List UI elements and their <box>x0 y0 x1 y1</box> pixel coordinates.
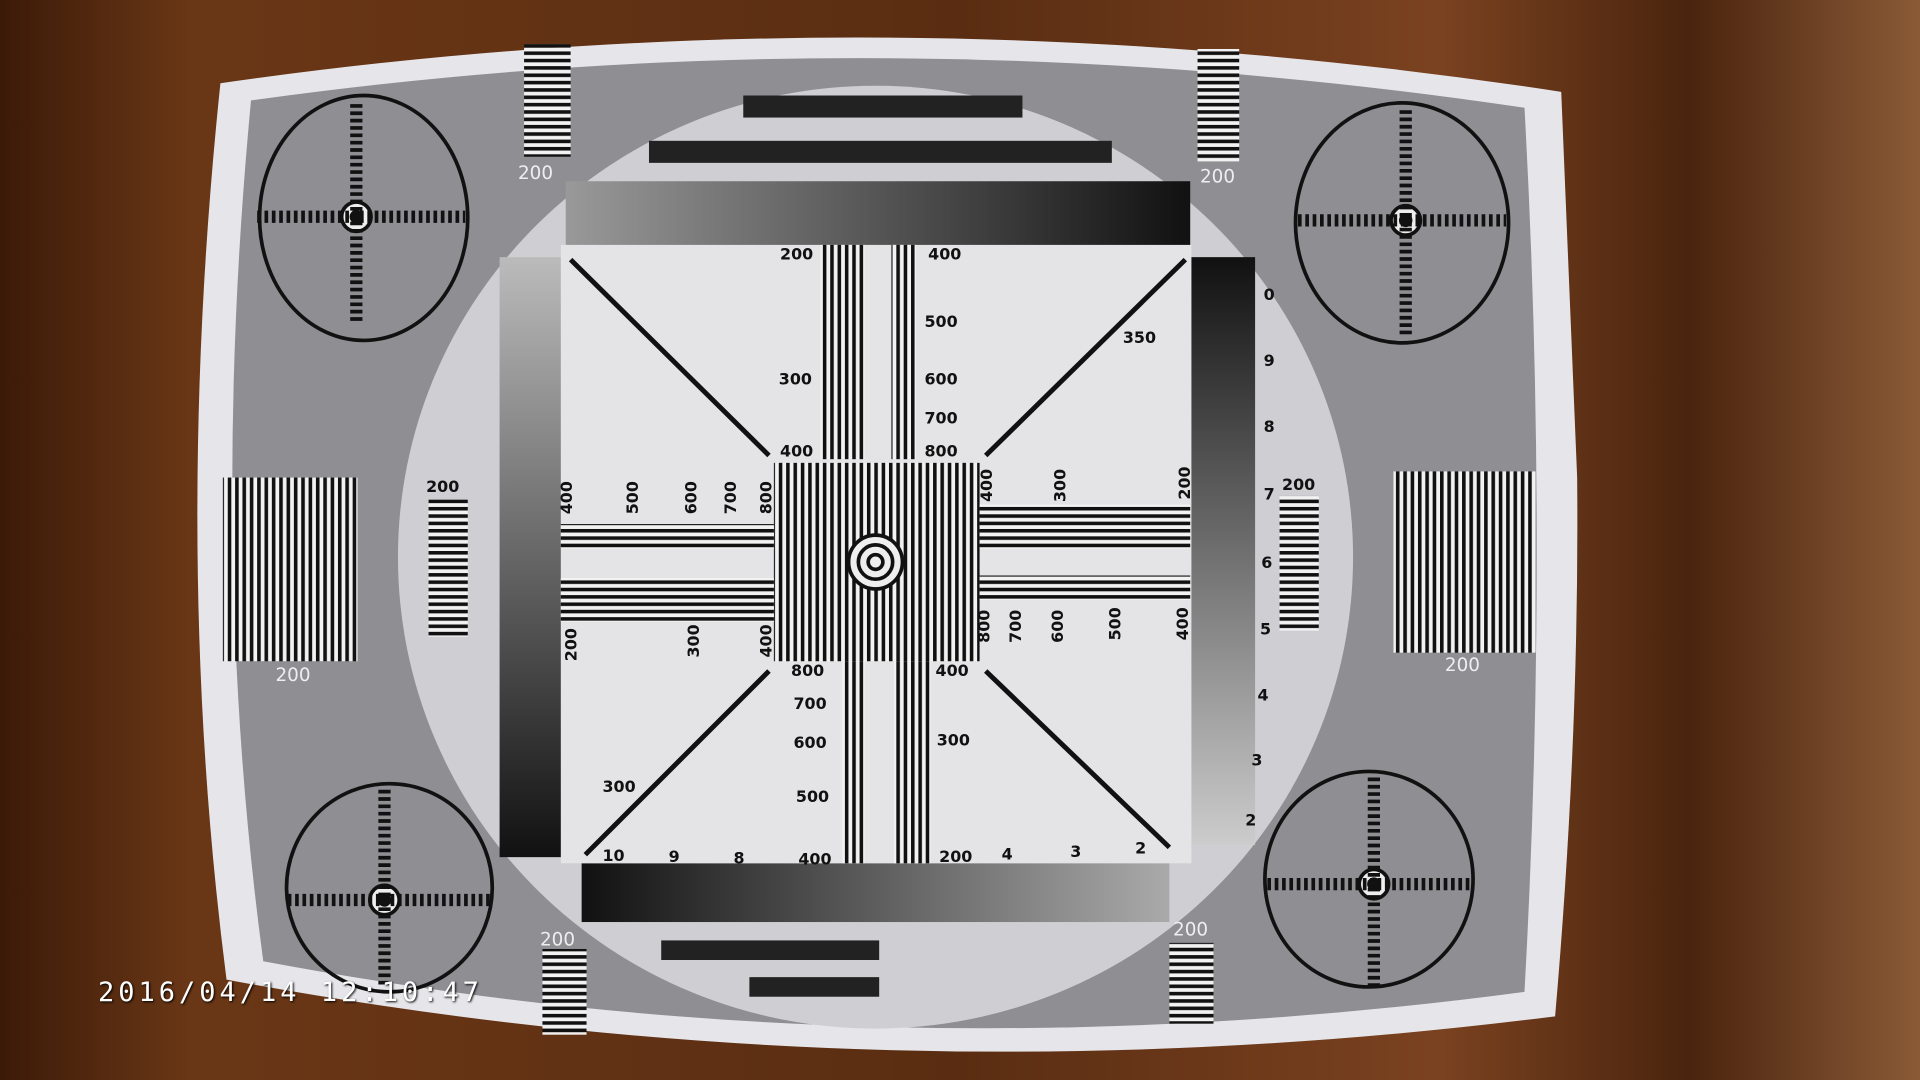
scale-label: 300 <box>779 369 812 388</box>
corner-label: 200 <box>1173 920 1208 941</box>
grayscale-left <box>499 257 567 858</box>
scale-label: 400 <box>557 481 576 514</box>
corner-bars-br <box>1169 942 1214 1024</box>
camera-timestamp: 2016/04/14 12:10:47 <box>98 977 483 1008</box>
scale-label: 400 <box>936 661 969 680</box>
scale-label: 600 <box>793 733 826 752</box>
bottom-bar-1 <box>661 940 880 960</box>
scale-label: 600 <box>682 481 701 514</box>
scale-label: 600 <box>924 369 957 388</box>
grayscale-right-strip <box>1187 257 1256 845</box>
corner-bars-bl <box>542 948 587 1035</box>
scale-label: 700 <box>793 694 826 713</box>
scale-label: 300 <box>937 731 970 750</box>
side-label: 200 <box>426 477 459 496</box>
wheel-top-left <box>257 93 470 343</box>
scale-label: 400 <box>977 469 996 502</box>
corner-label: 200 <box>276 665 311 686</box>
scale-label: 400 <box>780 442 813 461</box>
bottom-wedge <box>842 661 865 864</box>
top-wedge <box>820 244 865 460</box>
corner-label: 200 <box>540 929 575 950</box>
scale-label: 300 <box>1050 469 1069 502</box>
right-horizontal-bars <box>1279 495 1319 631</box>
corner-bars-tl <box>524 44 571 157</box>
wheel-top-right <box>1293 101 1511 345</box>
top-bar-2 <box>648 140 1112 163</box>
grayscale-bottom-strip <box>581 863 1170 923</box>
grayscale-step-label: 6 <box>1261 553 1272 572</box>
corner-label: 200 <box>1445 655 1480 676</box>
scale-label: 400 <box>1173 607 1192 640</box>
scale-label: 400 <box>756 624 775 657</box>
scale-label: 300 <box>602 777 635 796</box>
grayscale-step-label: 9 <box>669 847 680 866</box>
wheel-bottom-left <box>284 781 495 994</box>
grayscale-step-label: 7 <box>1264 485 1275 504</box>
grayscale-step-label: 2 <box>1245 810 1256 829</box>
scale-label: 500 <box>1105 607 1124 640</box>
right-vertical-bars <box>1393 471 1536 653</box>
grayscale-step-label: 4 <box>1002 845 1013 864</box>
scale-label: 200 <box>1175 466 1194 499</box>
grayscale-top <box>565 181 1191 249</box>
right-wedge <box>979 504 1191 549</box>
grayscale-step-label: 5 <box>1260 619 1271 638</box>
scale-label: 400 <box>798 849 831 868</box>
scale-label: 300 <box>684 624 703 657</box>
corner-label: 200 <box>1200 166 1235 187</box>
scale-label: 500 <box>796 787 829 806</box>
scale-label: 800 <box>924 442 957 461</box>
grayscale-step-label: 10 <box>602 846 624 865</box>
scale-label: 200 <box>939 847 972 866</box>
side-label: 200 <box>1282 475 1315 494</box>
scale-label: 800 <box>974 610 993 643</box>
left-vertical-bars <box>222 477 358 662</box>
center-target <box>846 533 905 591</box>
left-horizontal-bars <box>428 499 468 637</box>
scale-label: 700 <box>721 481 740 514</box>
scale-label: 500 <box>924 312 957 331</box>
scale-label: 500 <box>623 481 642 514</box>
scale-label: 350 <box>1123 328 1156 347</box>
wheel-bottom-right <box>1263 769 1475 989</box>
scale-label: 700 <box>1006 610 1025 643</box>
grayscale-step-label: 3 <box>1070 842 1081 861</box>
corner-label: 200 <box>518 163 553 184</box>
scale-label: 800 <box>791 661 824 680</box>
scale-label: 200 <box>780 245 813 264</box>
scale-label: 200 <box>562 628 581 661</box>
bottom-bar-2 <box>749 977 880 997</box>
grayscale-step-label: 9 <box>1264 351 1275 370</box>
scale-label: 400 <box>928 245 961 264</box>
grayscale-step-label: 3 <box>1251 750 1262 769</box>
top-bar-1 <box>743 95 1023 118</box>
grayscale-step-label: 2 <box>1135 838 1146 857</box>
diagonals <box>568 257 1188 857</box>
scale-label: 700 <box>924 409 957 428</box>
scale-label: 800 <box>756 481 775 514</box>
left-wedge <box>560 524 774 549</box>
grayscale-step-label: 8 <box>1264 417 1275 436</box>
corner-bars-tr <box>1197 48 1240 162</box>
grayscale-step-label: 0 <box>1264 285 1275 304</box>
grayscale-step-label: 4 <box>1258 685 1269 704</box>
grayscale-step-label: 8 <box>733 848 744 867</box>
scale-label: 600 <box>1048 610 1067 643</box>
